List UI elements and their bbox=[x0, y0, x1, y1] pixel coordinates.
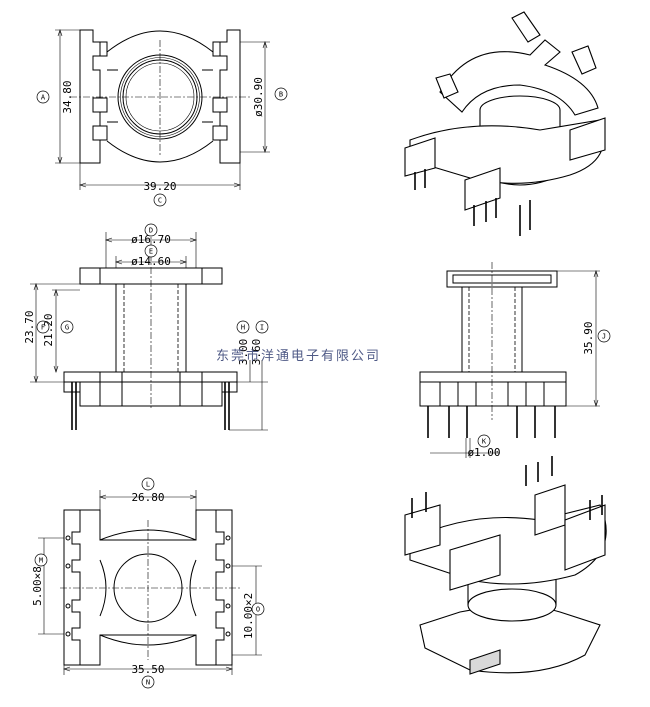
label-B: B bbox=[279, 91, 283, 99]
label-K: K bbox=[482, 438, 487, 446]
dim-O-text: 10.00×2 bbox=[242, 593, 255, 639]
label-G: G bbox=[65, 324, 69, 332]
label-N: N bbox=[146, 679, 150, 687]
side-view-left: ø16.70 D ø14.60 E 23.70 F 21.20 G 3.00 3… bbox=[23, 223, 269, 431]
dim-H-text: 3.00 bbox=[237, 339, 250, 366]
dim-E-text: ø14.60 bbox=[131, 255, 171, 268]
label-M: M bbox=[39, 557, 43, 565]
isometric-view-top bbox=[404, 11, 606, 236]
label-D: D bbox=[149, 227, 153, 235]
dim-L-text: 26.80 bbox=[131, 491, 164, 504]
dim-J-text: 35.90 bbox=[582, 321, 595, 354]
dim-N-text: 35.50 bbox=[131, 663, 164, 676]
isometric-view-bottom bbox=[404, 456, 607, 675]
label-E: E bbox=[149, 248, 153, 256]
bottom-view: 26.80 L 5.00×8 M 35.50 N 10.00×2 O bbox=[31, 477, 265, 689]
dim-B-text: ø30.90 bbox=[252, 77, 265, 117]
watermark-text: 东莞市洋通电子有限公司 bbox=[216, 348, 381, 364]
dim-G-text: 21.20 bbox=[42, 313, 55, 346]
dim-A-text: 34.80 bbox=[61, 80, 74, 113]
dim-M-text: 5.00×8 bbox=[31, 566, 44, 606]
dim-K-text: ø1.00 bbox=[467, 446, 500, 459]
label-H: H bbox=[241, 324, 245, 332]
dim-F-text: 23.70 bbox=[23, 310, 36, 343]
label-C: C bbox=[158, 197, 162, 205]
label-L: L bbox=[146, 481, 150, 489]
label-I: I bbox=[260, 324, 264, 332]
label-A: A bbox=[41, 94, 46, 102]
side-view-right: 35.90 J ø1.00 K bbox=[419, 262, 611, 459]
dim-D-text: ø16.70 bbox=[131, 233, 171, 246]
top-view: 34.80 A ø30.90 B 39.20 C bbox=[36, 29, 288, 207]
dim-C-text: 39.20 bbox=[143, 180, 176, 193]
label-F: F bbox=[41, 324, 45, 332]
label-O: O bbox=[256, 606, 260, 614]
label-J: J bbox=[602, 333, 606, 341]
dim-I-text: 3.60 bbox=[250, 339, 263, 366]
